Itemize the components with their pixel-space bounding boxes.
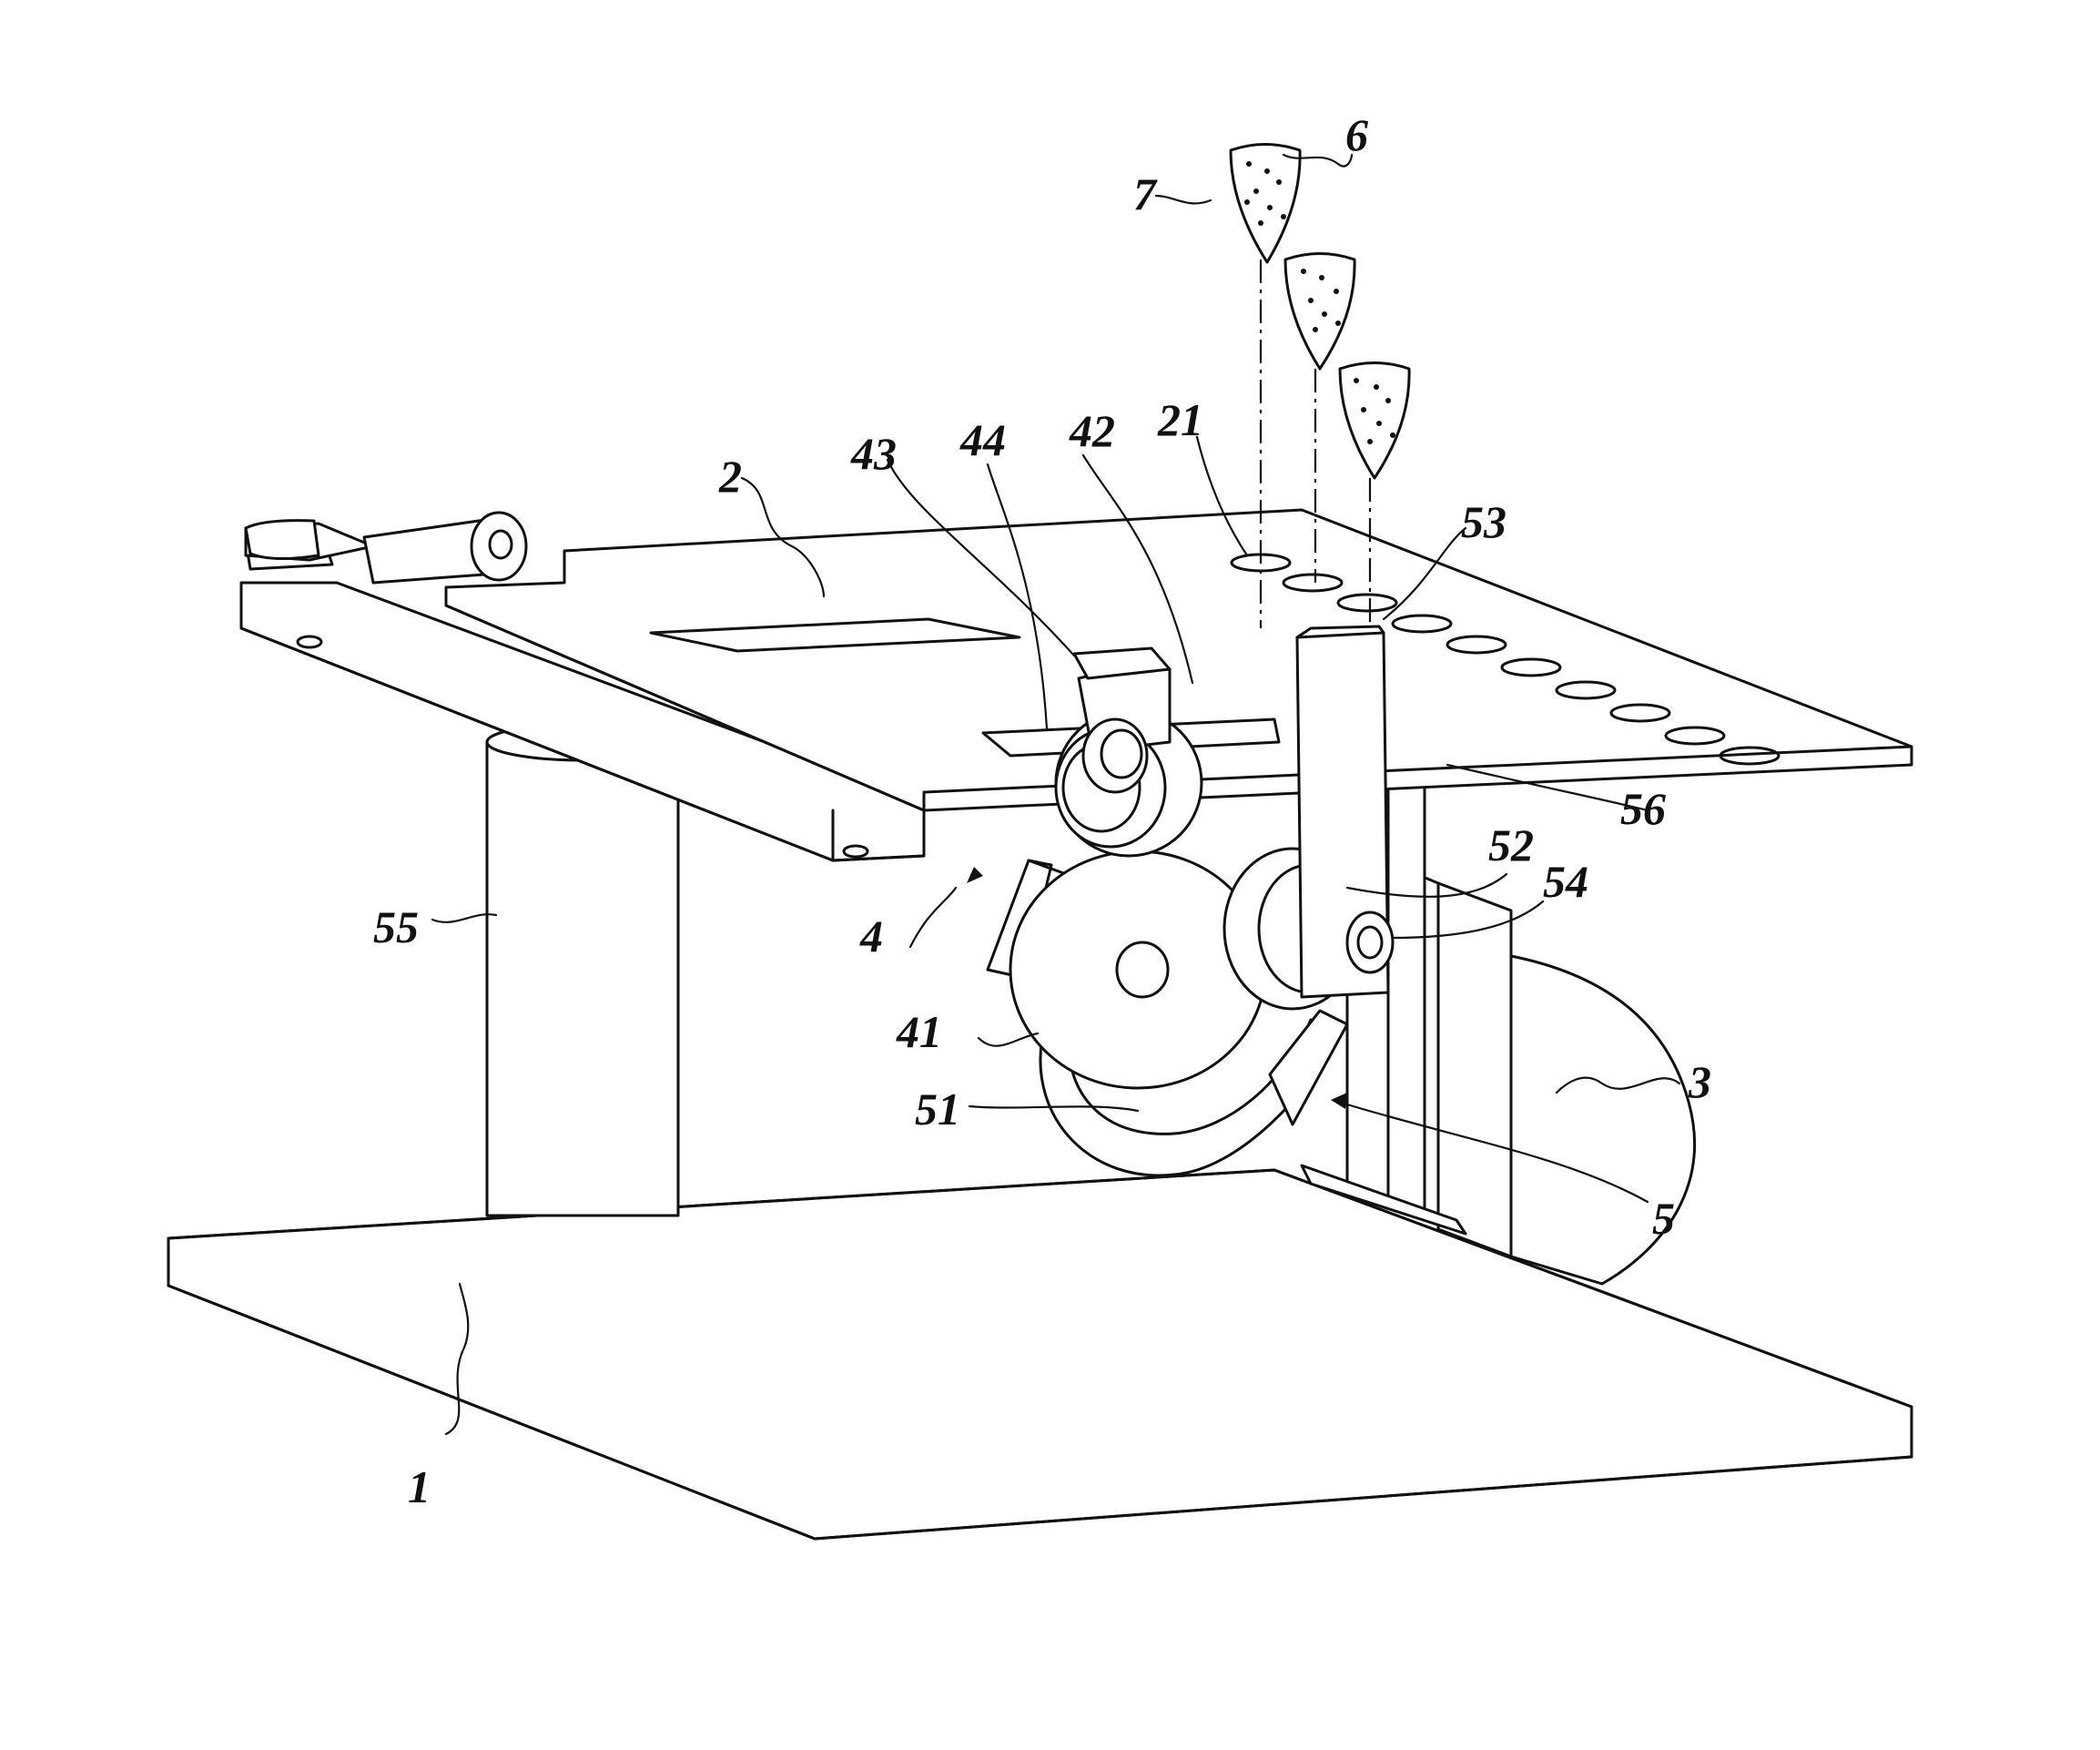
label-51: 51 <box>915 1084 960 1134</box>
label-52: 52 <box>1488 819 1534 870</box>
column-55 <box>487 724 678 1216</box>
label-41: 41 <box>896 1006 942 1057</box>
label-2: 2 <box>718 451 742 502</box>
label-55: 55 <box>373 901 419 952</box>
label-5: 5 <box>1652 1193 1675 1244</box>
label-44: 44 <box>959 414 1006 465</box>
label-4: 4 <box>859 911 883 961</box>
label-43: 43 <box>850 428 897 479</box>
label-6: 6 <box>1345 109 1368 160</box>
label-21: 21 <box>1157 394 1203 445</box>
label-54: 54 <box>1543 856 1588 907</box>
handle <box>246 513 526 583</box>
label-3: 3 <box>1688 1056 1711 1107</box>
label-1: 1 <box>408 1461 431 1512</box>
label-56: 56 <box>1620 783 1666 834</box>
label-42: 42 <box>1069 405 1115 456</box>
label-53: 53 <box>1461 496 1507 547</box>
seed-6-top <box>1231 145 1300 263</box>
label-7: 7 <box>1133 168 1158 219</box>
seed-bottom <box>1340 363 1409 479</box>
seed-middle <box>1285 254 1354 370</box>
